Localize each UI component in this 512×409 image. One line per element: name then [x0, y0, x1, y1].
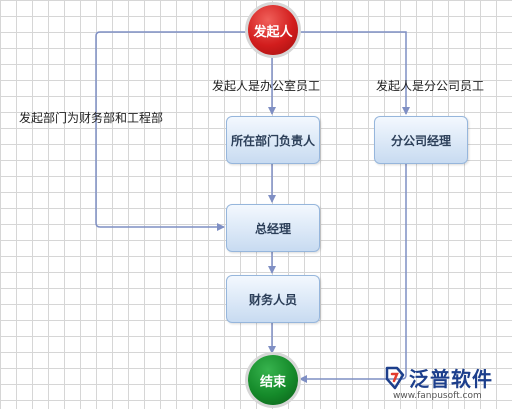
connector-branch-mgr-to-end: [299, 163, 407, 383]
edge-label-branch-staff: 发起人是分公司员工: [376, 79, 485, 93]
connector-start-to-branch-mgr: [298, 31, 410, 115]
connector-start-to-gm: [95, 31, 248, 231]
fanpu-logo-icon: [385, 366, 405, 390]
node-general-manager[interactable]: 总经理: [226, 204, 320, 252]
watermark-brand: 泛普软件: [409, 367, 493, 391]
node-branch-manager[interactable]: 分公司经理: [374, 116, 468, 164]
node-finance-staff[interactable]: 财务人员: [226, 275, 320, 323]
start-node[interactable]: 发起人: [248, 5, 298, 55]
edge-label-finance-engineering: 发起部门为财务部和工程部: [19, 111, 164, 125]
edge-label-office-staff: 发起人是办公室员工: [212, 79, 321, 93]
node-dept-head[interactable]: 所在部门负责人: [226, 116, 320, 164]
watermark-url: www.fanpusoft.com: [393, 391, 482, 401]
end-node[interactable]: 结束: [248, 355, 298, 405]
watermark-logo: 泛普软件 www.fanpusoft.com: [383, 363, 509, 407]
